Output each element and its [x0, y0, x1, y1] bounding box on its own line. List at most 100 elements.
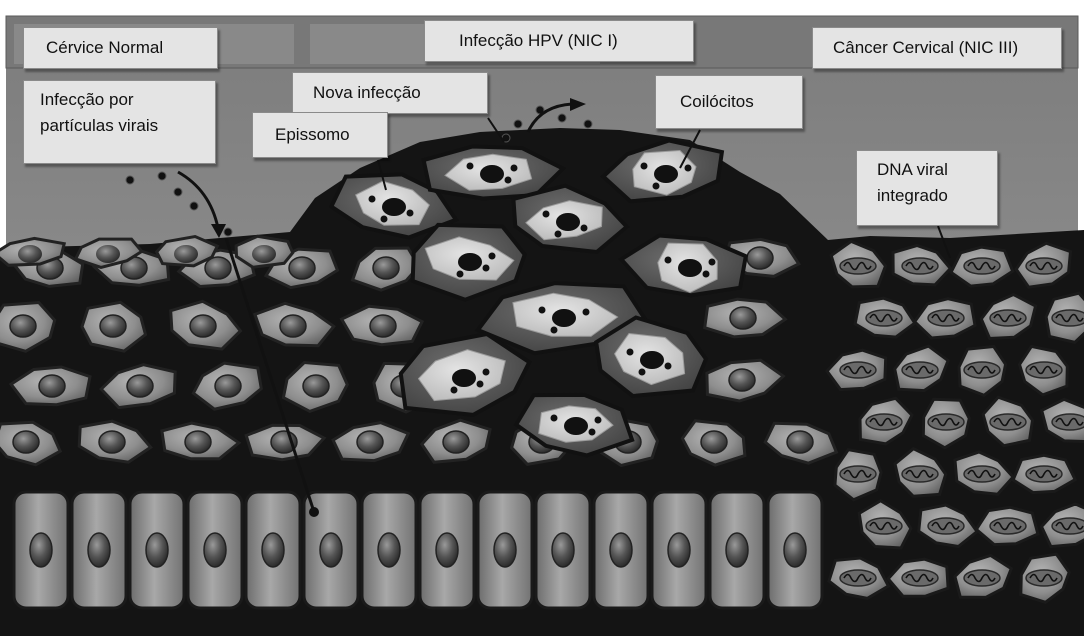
- label-koilocytes: Coilócitos: [655, 75, 803, 129]
- koilocyte-nucleus: [382, 198, 406, 216]
- cell-nucleus: [373, 257, 399, 279]
- cell-nucleus: [100, 315, 126, 337]
- koilocyte-nucleus: [452, 369, 476, 387]
- basal-nucleus: [784, 533, 806, 567]
- cell-nucleus: [787, 431, 813, 453]
- virus-particle: [511, 165, 518, 172]
- virus-particle: [457, 271, 464, 278]
- cell-nucleus: [215, 375, 241, 397]
- virus-particle: [627, 349, 634, 356]
- basal-nucleus: [668, 533, 690, 567]
- basal-nucleus: [494, 533, 516, 567]
- koilocyte-nucleus: [458, 253, 482, 271]
- cell-nucleus: [730, 307, 756, 329]
- cell-nucleus: [99, 431, 125, 453]
- label-integrated-viral-dna-line1: DNA viral: [877, 159, 977, 181]
- virus-particle: [641, 163, 648, 170]
- virus-particle: [514, 120, 522, 128]
- virus-particle: [190, 202, 198, 210]
- cell-nucleus: [289, 257, 315, 279]
- virus-particle: [551, 415, 558, 422]
- virus-particle: [703, 271, 710, 278]
- virus-particle: [451, 387, 458, 394]
- virus-particle: [595, 417, 602, 424]
- virus-particle: [483, 265, 490, 272]
- basal-nucleus: [88, 533, 110, 567]
- basal-nucleus: [726, 533, 748, 567]
- virus-particle: [483, 369, 490, 376]
- virus-particle: [489, 253, 496, 260]
- koilocyte-nucleus: [678, 259, 702, 277]
- virus-particle: [224, 228, 232, 236]
- cell-nucleus: [96, 245, 120, 263]
- virus-particle: [543, 211, 550, 218]
- virus-particle: [589, 429, 596, 436]
- virus-particle: [653, 183, 660, 190]
- label-new-infection: Nova infecção: [292, 72, 488, 114]
- cell-nucleus: [39, 375, 65, 397]
- basal-nucleus: [30, 533, 52, 567]
- virus-particle: [407, 210, 414, 217]
- virus-particle: [665, 363, 672, 370]
- virus-particle: [685, 165, 692, 172]
- cell-nucleus: [174, 245, 198, 263]
- virus-particle: [381, 216, 388, 223]
- basal-nucleus: [610, 533, 632, 567]
- virus-particle: [558, 114, 566, 122]
- virus-particle: [369, 196, 376, 203]
- cell-nucleus: [303, 375, 329, 397]
- virus-particle: [477, 381, 484, 388]
- virus-particle: [639, 369, 646, 376]
- cell-nucleus: [10, 315, 36, 337]
- virus-particle: [665, 257, 672, 264]
- virus-particle: [581, 225, 588, 232]
- virus-particle: [126, 176, 134, 184]
- virus-particle: [174, 188, 182, 196]
- label-viral-particle-infection: Infecção por partículas virais: [23, 80, 216, 164]
- cell-nucleus: [190, 315, 216, 337]
- label-normal-cervix: Cérvice Normal: [23, 27, 218, 69]
- koilocyte-nucleus: [640, 351, 664, 369]
- label-hpv-infection: Infecção HPV (NIC I): [424, 20, 694, 62]
- virus-particle: [505, 177, 512, 184]
- cell-nucleus: [747, 247, 773, 269]
- cell-nucleus: [443, 431, 469, 453]
- cell-nucleus: [185, 431, 211, 453]
- infected-basal-dot: [309, 507, 319, 517]
- cell-nucleus: [729, 369, 755, 391]
- basal-nucleus: [204, 533, 226, 567]
- basal-nucleus: [262, 533, 284, 567]
- cell-nucleus: [280, 315, 306, 337]
- label-viral-particle-infection-line2: partículas virais: [40, 115, 199, 137]
- cell-nucleus: [252, 245, 276, 263]
- label-cervical-cancer: Câncer Cervical (NIC III): [812, 27, 1062, 69]
- basal-nucleus: [552, 533, 574, 567]
- virus-particle: [555, 231, 562, 238]
- label-viral-particle-infection-line1: Infecção por: [40, 89, 199, 111]
- basal-nucleus: [436, 533, 458, 567]
- cell-nucleus: [205, 257, 231, 279]
- koilocyte-nucleus: [480, 165, 504, 183]
- basal-nucleus: [320, 533, 342, 567]
- koilocyte-nucleus: [556, 213, 580, 231]
- cell-nucleus: [13, 431, 39, 453]
- koilocyte-nucleus: [654, 165, 678, 183]
- label-episome: Epissomo: [252, 112, 388, 158]
- virus-particle: [583, 309, 590, 316]
- virus-particle: [551, 327, 558, 334]
- virus-particle: [709, 259, 716, 266]
- cell-nucleus: [357, 431, 383, 453]
- cell-nucleus: [701, 431, 727, 453]
- label-integrated-viral-dna-line2: integrado: [877, 185, 977, 207]
- basal-nucleus: [378, 533, 400, 567]
- virus-particle: [158, 172, 166, 180]
- koilocyte-nucleus: [552, 309, 576, 327]
- label-integrated-viral-dna: DNA viral integrado: [856, 150, 998, 226]
- basal-nucleus: [146, 533, 168, 567]
- koilocyte-nucleus: [564, 417, 588, 435]
- virus-particle: [467, 163, 474, 170]
- cell-nucleus: [370, 315, 396, 337]
- cell-nucleus: [127, 375, 153, 397]
- virus-particle: [584, 120, 592, 128]
